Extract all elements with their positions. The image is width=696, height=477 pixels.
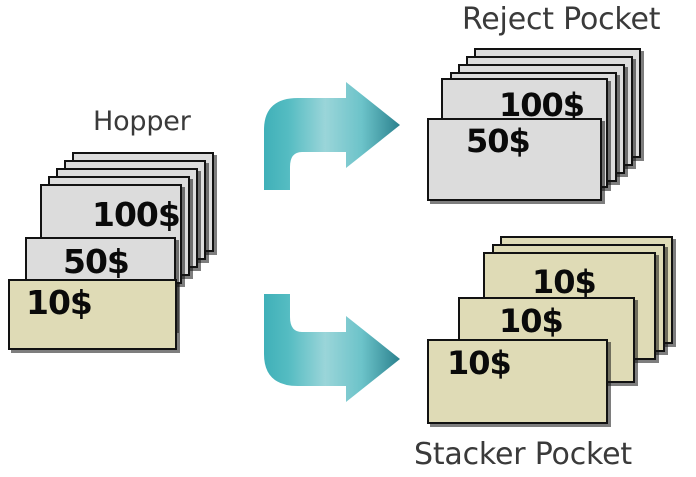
arrow-to-reject-pocket [250,82,402,196]
stacker-pocket-label: Stacker Pocket [414,437,632,472]
stacker-banknote-10-middle-denomination: 10$ [499,302,564,340]
arrow-to-stacker-pocket [250,292,402,406]
reject-banknote-50-denomination: 50$ [466,122,531,160]
reject-banknote-100-denomination: 100$ [499,86,585,124]
stacker-banknote-10-top-denomination: 10$ [532,263,597,301]
stacker-banknote-10-bottom-denomination: 10$ [447,344,512,382]
hopper-label: Hopper [93,106,191,137]
hopper-banknote-100-denomination: 100$ [92,195,181,234]
reject-banknote-50: 50$ [427,118,602,201]
hopper-banknote-50-denomination: 50$ [63,242,130,281]
hopper-banknote-10: 10$ [8,279,177,350]
reject-pocket-label: Reject Pocket [462,2,661,37]
hopper-banknote-10-denomination: 10$ [26,283,93,322]
stacker-banknote-10-bottom: 10$ [427,339,608,424]
